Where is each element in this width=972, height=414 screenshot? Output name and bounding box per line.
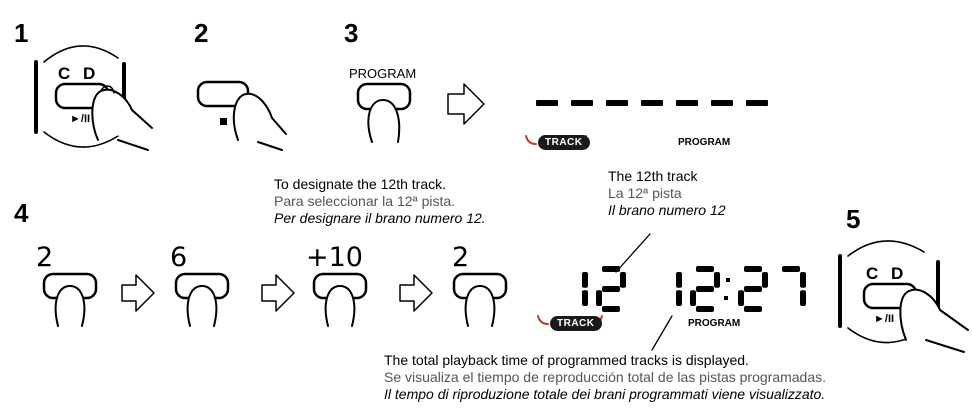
finger-5	[899, 288, 969, 341]
key-6-label: 6	[170, 242, 188, 273]
caption-designate: To designate the 12th track. Para selecc…	[274, 176, 486, 227]
caption-designate-it: Per designare il brano numero 12.	[274, 210, 486, 226]
program-button-label: PROGRAM	[349, 66, 417, 81]
minute-digit-1-seg-e	[690, 290, 696, 306]
second-digit-0-seg-e	[738, 290, 744, 306]
seven-segment-display	[582, 266, 806, 312]
caption-designate-es: Para seleccionar la 12ª pista.	[274, 193, 456, 209]
second-digit-0-seg-d	[744, 306, 762, 312]
track-digit-1-seg-b	[620, 272, 626, 288]
cd-button-label: C D	[58, 64, 100, 83]
colon-dot-top	[726, 278, 730, 282]
track-digit-1-seg-a	[602, 266, 620, 272]
track-digit-1-seg-e	[596, 290, 602, 306]
caption-total-en: The total playback time of programmed tr…	[384, 352, 749, 368]
key-plus10-label: +10	[306, 242, 363, 273]
second-digit-0-seg-g	[744, 286, 762, 292]
minute-digit-1-seg-g	[696, 286, 714, 292]
caption-twelfth-track: The 12th track La 12ª pista Il brano num…	[608, 168, 726, 219]
arrow-right-icon	[447, 83, 485, 125]
minute-digit-1-seg-a	[696, 266, 714, 272]
arrow-right-icon	[261, 274, 295, 312]
step-number-2: 2	[194, 18, 209, 48]
arrow-right-icon	[121, 274, 155, 312]
arrow-right-icon	[399, 274, 433, 312]
display-program-label: PROGRAM	[678, 137, 731, 148]
caption-total-it: Il tempo di riproduzione totale dei bran…	[384, 386, 826, 402]
second-digit-1-seg-c	[800, 290, 806, 306]
track-digit-0-seg-b	[582, 272, 588, 288]
caption-designate-en: To designate the 12th track.	[274, 176, 446, 192]
minute-digit-0-seg-b	[676, 272, 682, 288]
second-digit-1-seg-a	[782, 266, 800, 272]
step-number-5: 5	[846, 204, 861, 234]
step-number-3: 3	[344, 18, 359, 48]
play-pause-label: ►/II	[70, 113, 91, 125]
display-dashes	[536, 100, 768, 106]
second-digit-0-seg-b	[762, 272, 768, 288]
key-2-label: 2	[36, 242, 54, 273]
finger-3	[367, 99, 401, 143]
cd-button-label-5: C D	[866, 264, 908, 283]
minute-digit-1-seg-b	[714, 272, 720, 288]
track-digit-0-seg-c	[582, 290, 588, 306]
caption-twelfth-es: La 12ª pista	[608, 185, 682, 201]
second-digit-1-seg-b	[800, 272, 806, 288]
key-2-second-label: 2	[452, 242, 470, 273]
minute-digit-1-seg-d	[696, 306, 714, 312]
track-badge: TRACK	[538, 135, 590, 150]
track-badge-lower: TRACK	[550, 316, 602, 331]
stop-icon	[220, 118, 227, 125]
display-program-label-lower: PROGRAM	[688, 318, 741, 329]
caption-total-time: The total playback time of programmed tr…	[384, 352, 826, 403]
second-digit-0-seg-a	[744, 266, 762, 272]
caption-twelfth-en: The 12th track	[608, 168, 698, 184]
play-pause-label-5: ►/II	[874, 313, 895, 325]
step-number-1: 1	[14, 18, 29, 48]
finger-2	[232, 92, 287, 141]
step-number-4: 4	[14, 198, 29, 228]
minute-digit-0-seg-c	[676, 290, 682, 306]
colon-dot-bottom	[724, 296, 728, 300]
caption-twelfth-it: Il brano numero 12	[608, 202, 726, 218]
caption-total-es: Se visualiza el tiempo de reproducción t…	[384, 369, 827, 385]
track-digit-1-seg-d	[602, 306, 620, 312]
track-digit-1-seg-g	[602, 286, 620, 292]
finger-1	[91, 88, 153, 141]
